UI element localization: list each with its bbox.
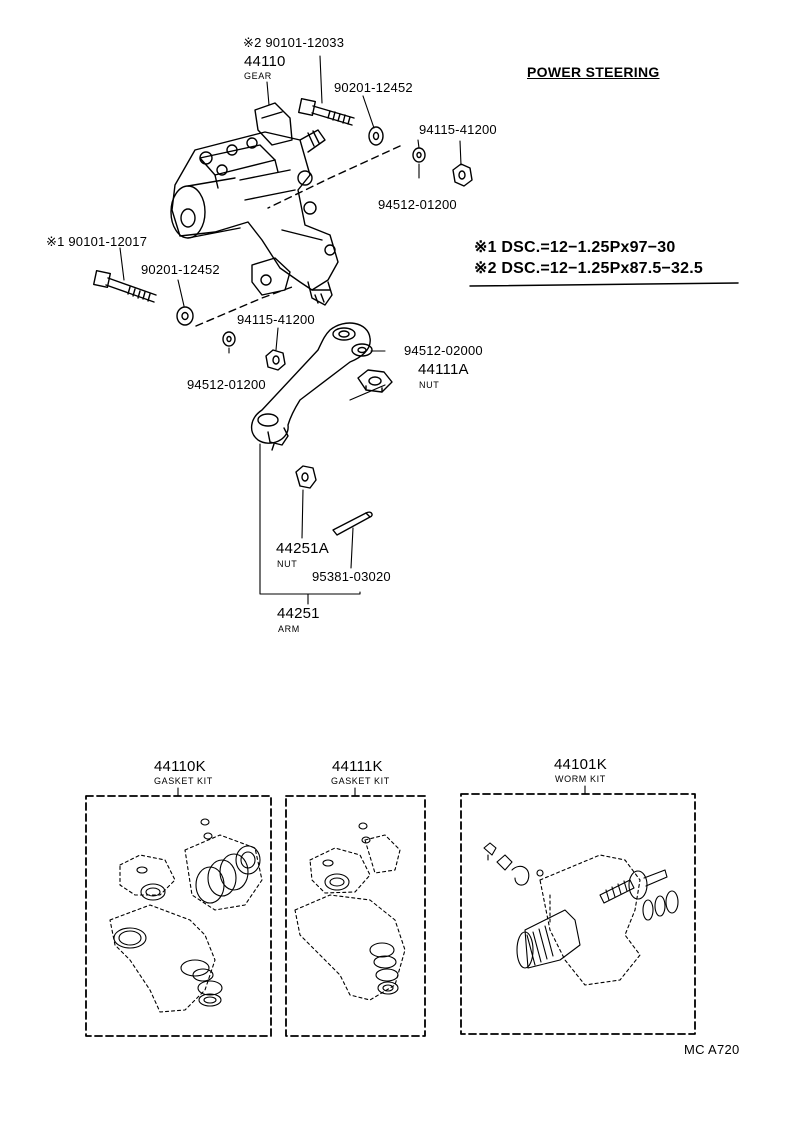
- steering-gear-box: [170, 102, 339, 306]
- kit-44111k-parts: [294, 822, 406, 1001]
- washer-mid: [176, 306, 194, 326]
- note-1: ※1 DSC.=12−1.25Px97−30: [474, 239, 676, 256]
- bolt-1: [92, 269, 157, 303]
- nut-top: [452, 163, 473, 187]
- label-lock-washer-arm: 94512-02000: [404, 343, 483, 358]
- label-cotter-pin: 95381-03020: [312, 569, 391, 584]
- label-bolt-2: ※2 90101-12033: [243, 35, 345, 50]
- label-nut-top: 94115-41200: [419, 122, 497, 137]
- kit-44101k-parts: [483, 842, 679, 986]
- label-gear-number: 44110: [244, 53, 286, 70]
- label-washer-top: 90201-12452: [334, 80, 413, 95]
- label-arm-number: 44251: [277, 605, 320, 622]
- label-kit-3-name: WORM KIT: [555, 774, 606, 784]
- label-washer-mid: 90201-12452: [141, 262, 220, 277]
- label-ball-nut-number: 44251A: [276, 540, 329, 557]
- bolt-2: [297, 97, 355, 126]
- kit-box-ticks: [177, 785, 586, 797]
- label-bolt-1: ※1 90101-12017: [46, 234, 148, 249]
- alignment-line-mid: [195, 286, 293, 327]
- label-kit-1-number: 44110K: [154, 758, 206, 775]
- kit-44110k-parts: [109, 818, 263, 1013]
- label-arm-nut-number: 44111A: [418, 361, 469, 378]
- lock-washer-mid: [222, 331, 236, 347]
- label-ball-nut-name: NUT: [277, 559, 298, 569]
- note-2: ※2 DSC.=12−1.25Px87.5−32.5: [474, 260, 703, 277]
- diagram-title: POWER STEERING: [527, 64, 660, 80]
- arm-nut: [357, 369, 393, 393]
- ball-nut: [295, 465, 317, 489]
- label-kit-3-number: 44101K: [554, 756, 607, 773]
- label-kit-2-number: 44111K: [332, 758, 383, 775]
- lock-washer-top: [412, 147, 426, 163]
- note-underline: [469, 282, 739, 287]
- kit-box-44111k: [285, 795, 426, 1037]
- label-lock-washer-top: 94512-01200: [378, 197, 457, 212]
- label-arm-nut-name: NUT: [419, 380, 440, 390]
- label-gear-name: GEAR: [244, 71, 272, 81]
- lock-washer-arm: [351, 343, 373, 357]
- alignment-line-top: [267, 145, 401, 209]
- label-kit-2-name: GASKET KIT: [331, 776, 390, 786]
- pitman-arm: [251, 322, 371, 451]
- leader-lines: [119, 55, 462, 569]
- washer-top: [368, 126, 384, 146]
- kit-box-44101k: [460, 793, 696, 1035]
- label-arm-name: ARM: [278, 624, 300, 634]
- label-kit-1-name: GASKET KIT: [154, 776, 213, 786]
- nut-mid: [265, 349, 286, 371]
- reference-code: MC A720: [684, 1042, 740, 1057]
- label-lock-washer-mid: 94512-01200: [187, 377, 266, 392]
- label-nut-mid: 94115-41200: [237, 312, 315, 327]
- cotter-pin: [332, 511, 373, 536]
- arm-assembly-bracket: [259, 443, 361, 605]
